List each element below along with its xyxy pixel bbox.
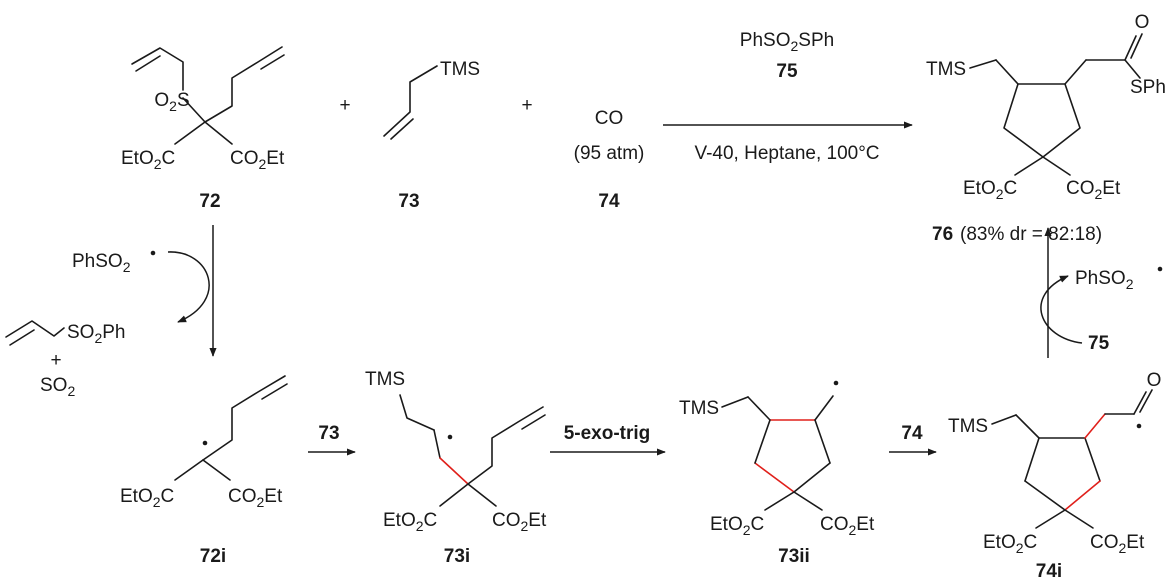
ester-left-label: EtO2C (963, 178, 1017, 202)
ester-right-label: CO2Et (1066, 178, 1121, 202)
radical-reagent-label: PhSO2 (72, 251, 131, 275)
compound-id: 74 (598, 191, 620, 212)
conditions-label: V-40, Heptane, 100°C (694, 143, 879, 164)
ester-right-label: CO2Et (1090, 532, 1145, 556)
co-label: CO (595, 108, 624, 129)
ester-right-label: CO2Et (228, 486, 283, 510)
byproduct-label: SO2Ph (67, 322, 126, 346)
tms-label: TMS (926, 59, 966, 80)
sulfone-label: O2S (154, 90, 189, 114)
ester-right-label: CO2Et (820, 514, 875, 538)
plus-sign: + (521, 95, 532, 116)
step-74i-to-76: 75 PhSO2 (1040, 227, 1163, 358)
compound-id: 73 (398, 191, 419, 212)
compound-73i: TMS EtO2C CO2Et 73i (365, 369, 547, 567)
tms-label: TMS (948, 416, 988, 437)
carbonyl-oxygen: O (1147, 370, 1162, 391)
ester-right-label: CO2Et (492, 510, 547, 534)
compound-74: CO (95 atm) 74 (574, 108, 645, 212)
step-73ii-to-74i: 74 (889, 423, 937, 456)
gas-label: SO2 (40, 375, 75, 399)
radical-dot (833, 380, 839, 386)
compound-id: 72i (200, 546, 226, 567)
compound-73: TMS 73 (383, 59, 480, 212)
ester-left-label: EtO2C (383, 510, 437, 534)
plus-sign: + (50, 350, 61, 371)
radical-dot (1157, 266, 1163, 272)
ester-right-label: CO2Et (230, 148, 285, 172)
tms-label: TMS (440, 59, 480, 80)
tms-label: TMS (365, 369, 405, 390)
reagent-id: 75 (776, 61, 798, 82)
step-73i-to-73ii: 5-exo-trig (550, 423, 666, 456)
compound-id: 72 (199, 191, 220, 212)
main-reaction-arrow: PhSO2SPh 75 V-40, Heptane, 100°C (663, 30, 913, 164)
compound-72: O2S EtO2C CO2Et 72 (121, 46, 285, 212)
radical-product-label: PhSO2 (1075, 268, 1134, 292)
compound-73ii: TMS EtO2C CO2Et 73ii (679, 380, 875, 567)
ester-left-label: EtO2C (120, 486, 174, 510)
ester-left-label: EtO2C (983, 532, 1037, 556)
step-72-to-72i: PhSO2 SO2Ph + SO2 (5, 225, 217, 399)
radical-dot (447, 434, 453, 440)
compound-id: 73i (444, 546, 470, 567)
radical-dot (1136, 423, 1142, 429)
compound-76: TMS O SPh EtO2C CO2Et 76 (83% dr = 82:18… (926, 12, 1166, 245)
reagent-id: 74 (901, 423, 923, 444)
thioester-label: SPh (1130, 77, 1166, 98)
step-72i-to-73i: 73 (308, 423, 356, 456)
reagent-label: PhSO2SPh (740, 30, 834, 54)
compound-id: 73ii (778, 546, 810, 567)
radical-dot (202, 440, 208, 446)
plus-sign: + (339, 95, 350, 116)
ester-left-label: EtO2C (121, 148, 175, 172)
reagent-id: 73 (318, 423, 339, 444)
compound-id: 74i (1036, 561, 1062, 581)
carbonyl-oxygen: O (1135, 12, 1150, 33)
compound-id: 76 (932, 224, 953, 245)
compound-72i: EtO2C CO2Et 72i (120, 375, 288, 567)
compound-74i: TMS O EtO2C CO2Et 74i (948, 370, 1161, 581)
yield-label: (83% dr = 82:18) (960, 224, 1102, 245)
pressure-label: (95 atm) (574, 143, 645, 164)
ester-left-label: EtO2C (710, 514, 764, 538)
cyclization-label: 5-exo-trig (564, 423, 651, 444)
reagent-id: 75 (1088, 333, 1110, 354)
radical-dot (150, 250, 156, 256)
tms-label: TMS (679, 398, 719, 419)
